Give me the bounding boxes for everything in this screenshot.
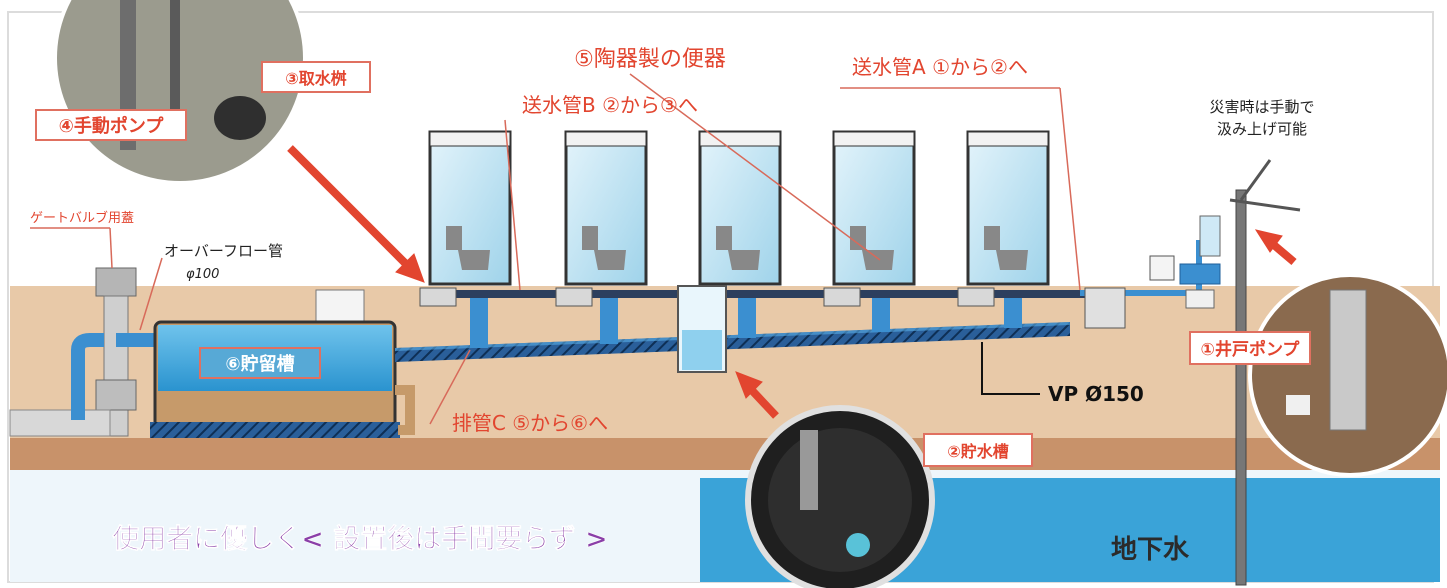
intake-box-label: ③取水桝 [285,69,347,88]
drain-pipe-label: 排管C ⑤から⑥へ [452,411,608,435]
toilet-booth-1 [419,130,512,348]
storage-tank-label-box [199,347,321,379]
water-tank-label: ②貯水槽 [947,442,1009,461]
soil-deep-layer [10,438,1440,470]
red-arrows [287,145,1297,419]
inlet-pipe [71,333,104,420]
leader-lines [30,73,1081,425]
overflow-label: オーバーフロー管 [164,242,283,260]
storage-tank-label: ⑥貯留槽 [225,353,294,375]
storage-tank [150,320,400,438]
well-pump-label: ①井戸ポンプ [1201,339,1301,360]
gate-valve-label: ゲートバルブ用蓋 [30,210,134,226]
toilet-booth-2 [555,130,648,344]
well-pump-assembly [1084,159,1301,586]
vp-size-label: VP Ø150 [1048,382,1144,406]
toilet-label: ⑤陶器製の便器 [574,47,726,72]
well-pump-label-box [1189,331,1311,365]
groundwater-label: 地下水 [1111,535,1190,565]
pipe-a-label: 送水管A ①から②へ [852,55,1028,79]
toilet-booth-4 [823,130,916,332]
disaster-note-line1: 災害時は手動で [1209,98,1314,116]
tank-inspection-cover [315,289,365,323]
photo-water-tank [745,405,935,588]
vp-leader-line [981,342,1040,395]
gate-valve-assembly [9,267,137,437]
water-tank-label-box [923,433,1033,467]
toilet-booth-5 [957,130,1050,328]
drain-pipe-vp150 [395,322,1070,362]
supply-pipe [420,290,1100,298]
disaster-note-line2: 汲み上げ可能 [1217,120,1307,138]
pump-manual-label: ④手動ポンプ [59,115,165,137]
intake-box-label-box [261,61,371,93]
pipe-b-label: 送水管B ②から③へ [522,93,698,117]
overflow-size-label: φ100 [186,267,219,282]
slogan-text: 使用者に優しく< 設置後は手間要らず > [111,523,608,555]
tank-drain-bend [395,385,415,435]
pump-manual-label-box [35,109,187,141]
photo-well-pump [1248,273,1447,477]
